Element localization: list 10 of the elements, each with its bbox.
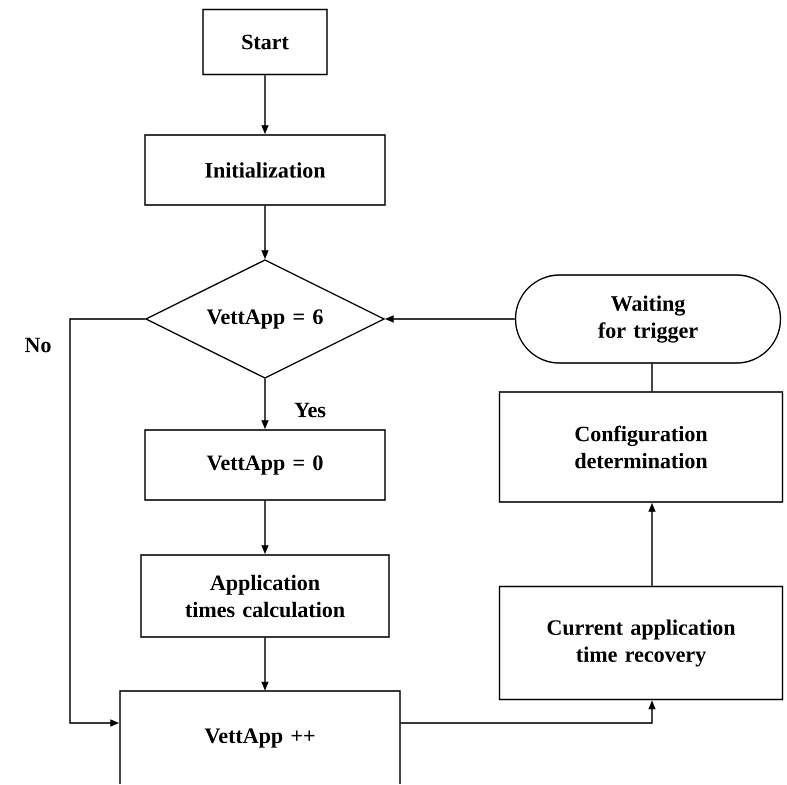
edge-label: Yes <box>293 402 327 418</box>
process-box: Application times calculation <box>140 554 390 638</box>
process-box: Configuration determination <box>498 391 784 503</box>
process-box: Start <box>202 8 328 76</box>
process-box: Current application time recovery <box>498 586 784 700</box>
edge-label: No <box>24 336 52 354</box>
terminal-box: Waiting for trigger <box>514 274 782 364</box>
process-box: VettApp = 0 <box>144 429 386 501</box>
process-box: Initialization <box>144 134 386 206</box>
process-box: VettApp ++ <box>119 690 401 784</box>
